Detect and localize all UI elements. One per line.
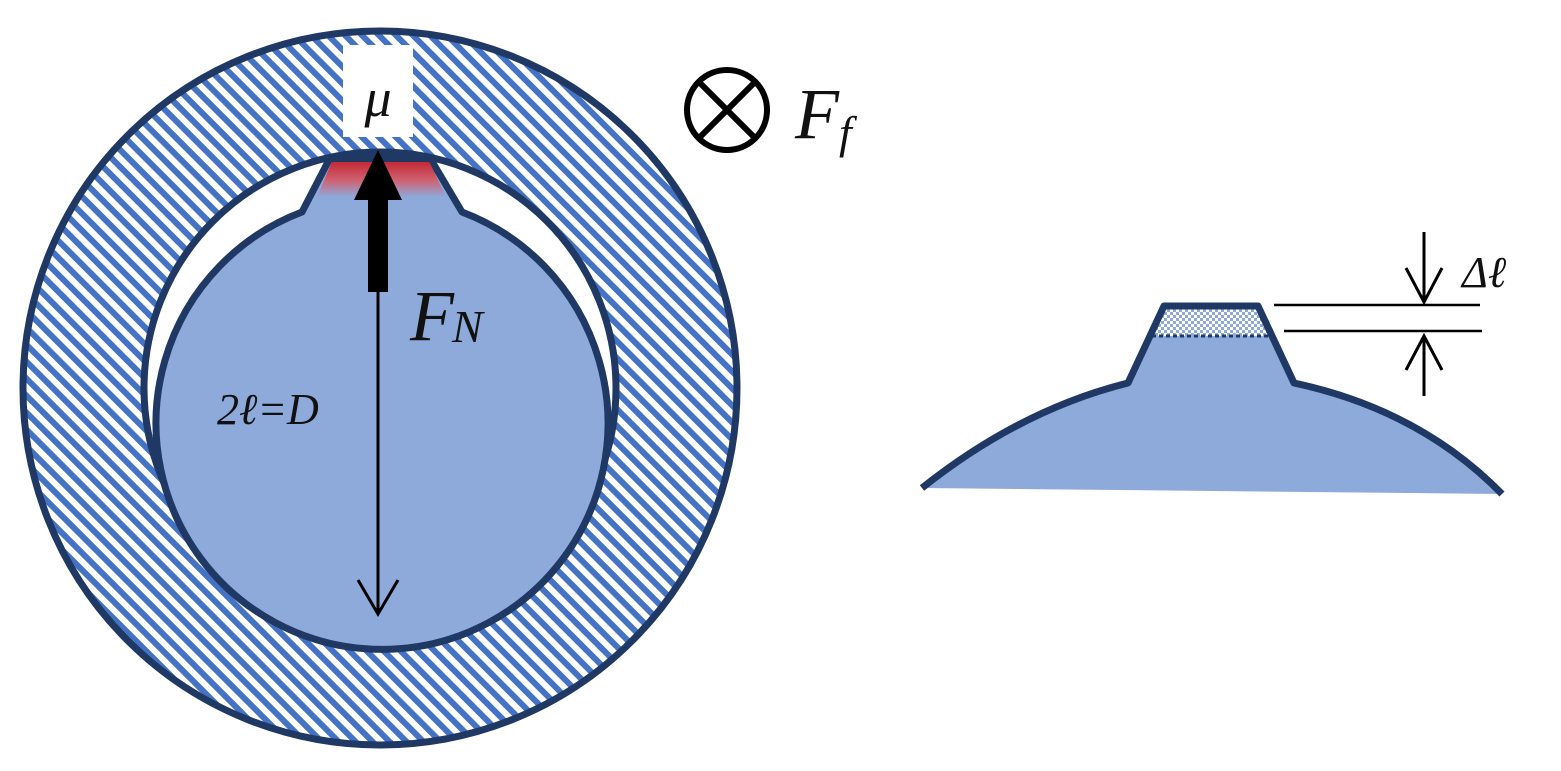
mu-window	[343, 45, 413, 137]
right-detail-figure: Δℓ	[919, 232, 1507, 497]
circle-cross-icon	[684, 67, 770, 153]
shaft	[152, 154, 612, 653]
asperity-body	[922, 306, 1502, 494]
friction-force-subscript: f	[839, 107, 858, 158]
normal-force-label: FN	[409, 276, 485, 356]
friction-force-label: Ff	[794, 74, 858, 158]
normal-force-symbol: F	[409, 276, 455, 356]
delta-l-label: Δℓ	[1460, 248, 1507, 297]
mu-label: μ	[363, 68, 391, 128]
friction-force-indicator: Ff	[684, 67, 858, 158]
normal-force-subscript: N	[451, 301, 485, 352]
delta-l-arrow-down	[1404, 232, 1444, 306]
friction-force-symbol: F	[794, 74, 840, 154]
wear-layer	[1152, 306, 1270, 336]
delta-l-arrow-up	[1404, 332, 1444, 396]
asperity-outline	[919, 302, 1505, 497]
left-bearing-figure: μ FN 2ℓ=D	[19, 27, 741, 749]
diameter-arrow	[356, 292, 400, 617]
normal-force-arrow	[354, 150, 402, 292]
diameter-relation-label: 2ℓ=D	[217, 385, 319, 434]
